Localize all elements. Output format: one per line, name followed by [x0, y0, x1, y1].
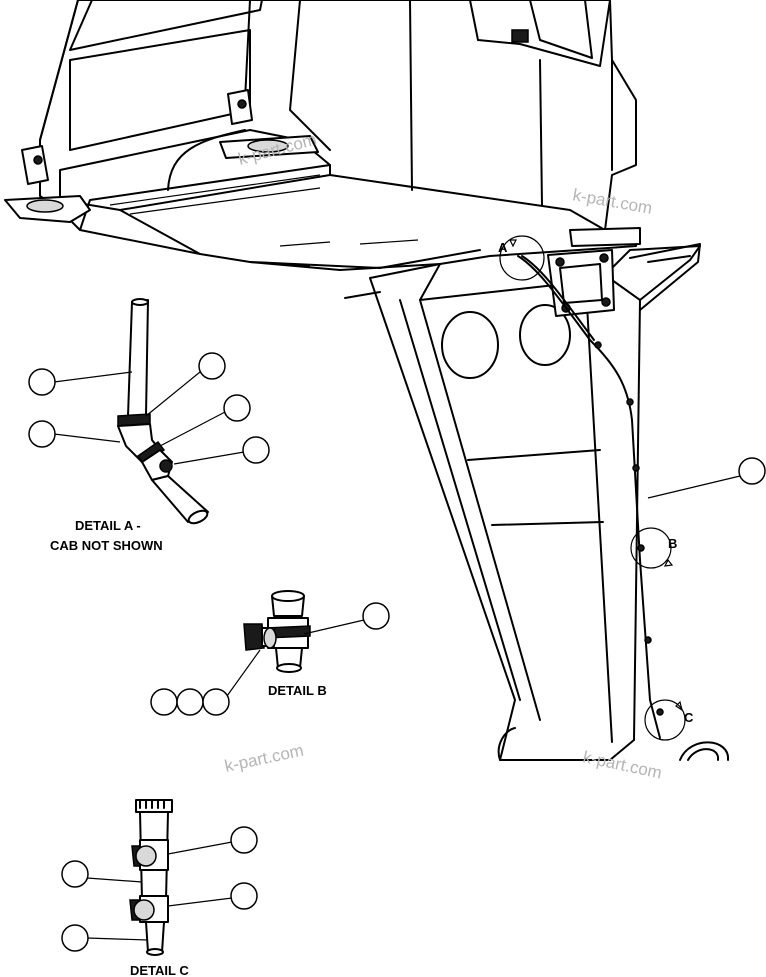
cab [4, 0, 641, 271]
cab-post [344, 243, 730, 761]
detail-marker-b: B [668, 536, 677, 551]
detail-a-caption-line2: CAB NOT SHOWN [50, 538, 163, 553]
watermark-3: k-part.com [223, 741, 305, 776]
drain-hose [517, 255, 664, 739]
watermark-4: k-part.com [581, 747, 663, 782]
callout-hose [647, 457, 766, 499]
detail-a: DETAIL A - CAB NOT SHOWN [28, 298, 270, 553]
detail-view-markers: A B C [498, 235, 694, 741]
detail-b-caption: DETAIL B [268, 683, 327, 698]
detail-c-caption: DETAIL C [130, 963, 189, 977]
detail-b: DETAIL B [150, 590, 390, 716]
detail-c: DETAIL C [61, 799, 258, 977]
detail-marker-c: C [684, 710, 694, 725]
detail-a-caption-line1: DETAIL A - [75, 518, 141, 533]
detail-marker-a: A [498, 240, 508, 255]
